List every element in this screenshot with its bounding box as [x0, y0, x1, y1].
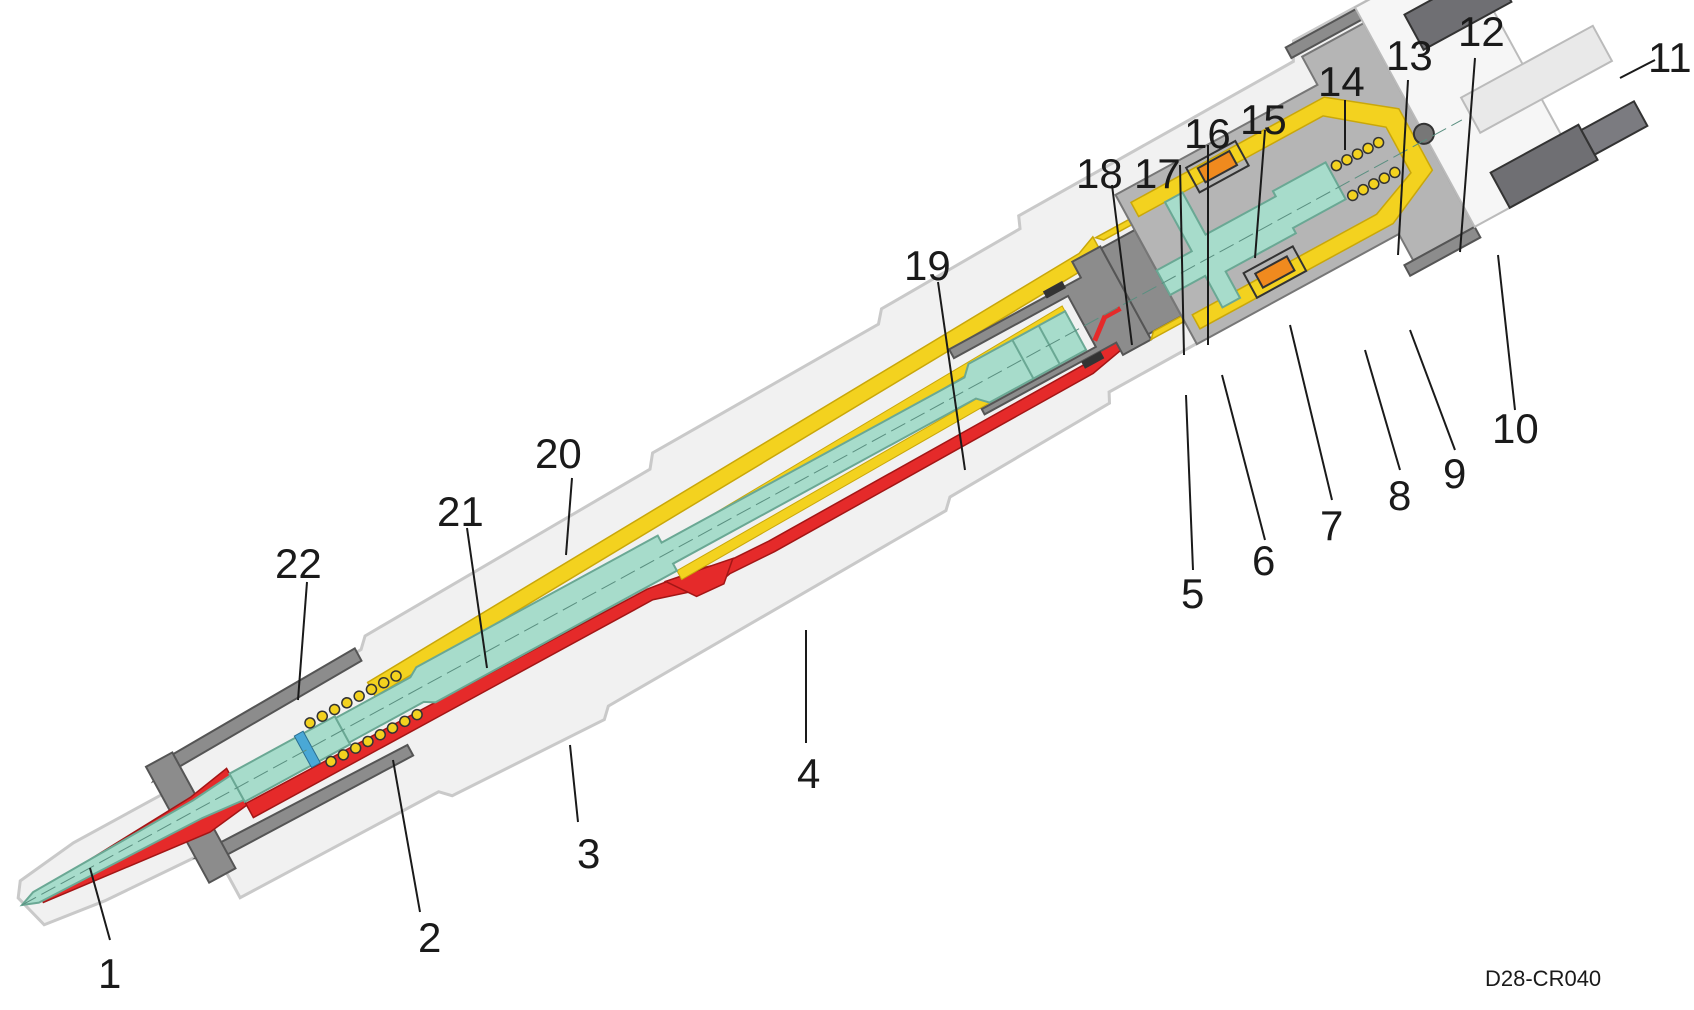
nozzle-spring: [304, 670, 423, 768]
callout-8: 8: [1388, 472, 1411, 519]
solenoid-coil-lower: [1253, 255, 1296, 290]
callout-21: 21: [437, 488, 484, 535]
armature-return-space: [1129, 96, 1434, 330]
valve-spring: [1330, 136, 1401, 202]
valve-seal-bottom: [1081, 351, 1105, 369]
valve-seal-top: [1042, 280, 1067, 299]
callout-12: 12: [1458, 8, 1505, 55]
callout-13: 13: [1386, 32, 1433, 79]
callout-3: 3: [577, 830, 600, 877]
inlet-restrictor: [1092, 306, 1122, 342]
callout-16: 16: [1184, 110, 1231, 157]
solenoid-coil-frame-upper: [1184, 139, 1251, 194]
valve-ball-seat: [1412, 122, 1435, 145]
callout-17: 17: [1134, 150, 1181, 197]
inlet-bore-junction: [663, 557, 735, 598]
valve-control-chamber-block: [947, 245, 1153, 416]
callout-10: 10: [1492, 405, 1539, 452]
callout-14: 14: [1318, 58, 1365, 105]
callout-9: 9: [1443, 450, 1466, 497]
callout-19: 19: [904, 242, 951, 289]
valve-control-plunger: [334, 309, 1088, 744]
callout-7: 7: [1320, 502, 1343, 549]
callout-4: 4: [797, 750, 820, 797]
leader-lines: [89, 57, 1656, 941]
centerline: [21, 119, 1463, 906]
figure-code: D28-CR040: [1485, 966, 1601, 991]
plunger-groove-1: [1011, 339, 1035, 380]
solenoid-coil-frame-lower: [1242, 244, 1308, 300]
callout-15: 15: [1240, 96, 1287, 143]
callout-labels: 1 2 3 4 5 6 7 8 9 10 11 12 13 14 15 16 1…: [98, 8, 1692, 997]
callout-1: 1: [98, 950, 121, 997]
injector-body: [16, 0, 1649, 927]
callout-18: 18: [1076, 150, 1123, 197]
callout-5: 5: [1181, 570, 1204, 617]
callout-22: 22: [275, 540, 322, 587]
connector-pin-upper: [1403, 0, 1513, 52]
callout-20: 20: [535, 430, 582, 477]
callout-6: 6: [1252, 537, 1275, 584]
connector-pin-lower-tip: [1579, 99, 1649, 156]
callout-2: 2: [418, 914, 441, 961]
callout-11: 11: [1648, 34, 1692, 81]
